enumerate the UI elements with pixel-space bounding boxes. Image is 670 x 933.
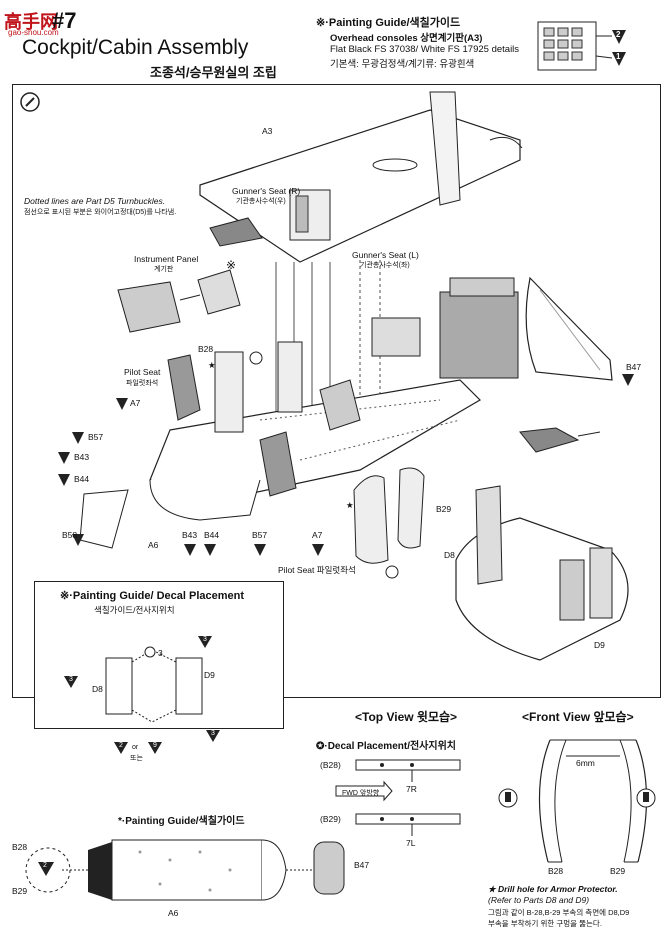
painting-guide-bottom-heading: *·Painting Guide/색칠가이드 — [118, 816, 245, 827]
decal-7l: 7L — [406, 838, 416, 848]
label-instrument-panel: Instrument Panel — [134, 254, 199, 264]
drill-note-ko-1: 그림과 같이 B-28,B-29 부속의 측면에 D8,D9 — [488, 908, 630, 917]
decal-mark-3-left: 3 — [69, 676, 73, 683]
drill-note-refer: (Refer to Parts D8 and D9) — [488, 895, 590, 905]
decal-placement-heading: ✪·Decal Placement/전사지위치 — [316, 741, 456, 752]
painting-guide-line-2: Flat Black FS 37038/ White FS 17925 deta… — [330, 44, 520, 55]
fwd-arrow-label: FWD 앞방향 — [342, 790, 380, 797]
label-gunner-seat-r-ko: 기관총사수석(우) — [236, 198, 286, 205]
label-d9: D9 — [594, 640, 605, 650]
decal-or-ko: 또는 — [130, 755, 143, 762]
label-b47: B47 — [626, 362, 642, 372]
label-star-b29: ★ — [346, 500, 354, 510]
front-view-b29: B29 — [610, 866, 626, 876]
label-a7-bottom: A7 — [312, 530, 323, 540]
decal-mark-3-bottom: 3 — [211, 730, 215, 737]
label-a7-left: A7 — [130, 398, 141, 408]
decal-guide-heading: ※·Painting Guide/ Decal Placement — [60, 590, 245, 602]
bottom-mark-2: 2 — [43, 862, 47, 869]
guide-mark-1: 1 — [616, 52, 621, 61]
step-number: #7 — [52, 8, 77, 33]
bottom-a6: A6 — [168, 908, 179, 918]
decal-b28: (B28) — [320, 760, 341, 770]
decal-mark-9: 9 — [153, 742, 157, 749]
decal-mark-2: 2 — [119, 742, 123, 749]
decal-7r: 7R — [406, 784, 417, 794]
label-b44-bottom: B44 — [204, 530, 220, 540]
decal-mark-3-circle: 3 — [158, 648, 163, 658]
page-title-korean: 조종석/승무원실의 조립 — [150, 65, 277, 80]
label-gunner-seat-l-ko: 기관총사수석(좌) — [360, 262, 410, 269]
top-view-title: <Top View 윗모습> — [355, 710, 458, 724]
label-pilot-seat-2: Pilot Seat 파일럿좌석 — [278, 565, 356, 575]
guide-mark-2: 2 — [616, 30, 621, 39]
label-star-b28: ★ — [208, 360, 216, 370]
label-dotted-lines: Dotted lines are Part D5 Turnbuckles. — [24, 196, 166, 206]
painting-guide-line-3: 기본색: 무광검정색/계기류: 유광흰색 — [330, 59, 475, 70]
bottom-b28: B28 — [12, 842, 28, 852]
label-b29: B29 — [436, 504, 452, 514]
watermark-url: gao-shou.com — [8, 28, 59, 37]
label-b57-bottom: B57 — [252, 530, 268, 540]
decal-label-d9: D9 — [204, 670, 215, 680]
drill-note-en: ★ Drill hole for Armor Protector. — [488, 884, 618, 894]
painting-guide-heading: ※·Painting Guide/색칠가이드 — [316, 17, 461, 29]
main-assembly-frame — [12, 84, 661, 698]
bottom-b47: B47 — [354, 860, 370, 870]
label-gunner-seat-l: Gunner's Seat (L) — [352, 250, 419, 260]
label-b57-left: B57 — [88, 432, 104, 442]
front-view-b28: B28 — [548, 866, 564, 876]
bottom-b29: B29 — [12, 886, 28, 896]
label-pilot-seat-ko: 파일럿좌석 — [126, 380, 159, 387]
label-pilot-seat: Pilot Seat — [124, 367, 161, 377]
label-b44-left: B44 — [74, 474, 90, 484]
decal-guide-heading-ko: 색칠가이드/전사지위치 — [94, 605, 175, 615]
label-asterisk: ※ — [226, 258, 237, 272]
label-b43-bottom: B43 — [182, 530, 198, 540]
painting-guide-line-1: Overhead consoles 상면계기판(A3) — [330, 33, 483, 44]
label-b28: B28 — [198, 344, 214, 354]
page-title: Cockpit/Cabin Assembly — [22, 36, 249, 59]
watermark-logo: 高手网 — [4, 12, 58, 33]
label-b43-left: B43 — [74, 452, 90, 462]
label-gunner-seat-r: Gunner's Seat (R) — [232, 186, 301, 196]
decal-guide-box — [34, 581, 284, 729]
decal-label-d8: D8 — [92, 684, 103, 694]
label-d8: D8 — [444, 550, 455, 560]
label-b58: B58 — [62, 530, 78, 540]
decal-mark-3-top: 3 — [203, 636, 207, 643]
label-a6: A6 — [148, 540, 159, 550]
label-a3: A3 — [262, 126, 273, 136]
front-view-title: <Front View 앞모습> — [522, 710, 634, 724]
label-dotted-lines-ko: 점선으로 표시된 부분은 와이어고정대(D5)를 나타냄. — [24, 209, 177, 216]
drill-note-ko-2: 부속을 부착하기 위한 구멍을 뚫는다. — [488, 919, 602, 928]
label-instrument-panel-ko: 계기판 — [154, 266, 174, 273]
decal-or: or — [132, 744, 139, 751]
front-view-dim: 6mm — [576, 758, 595, 768]
decal-b29: (B29) — [320, 814, 341, 824]
